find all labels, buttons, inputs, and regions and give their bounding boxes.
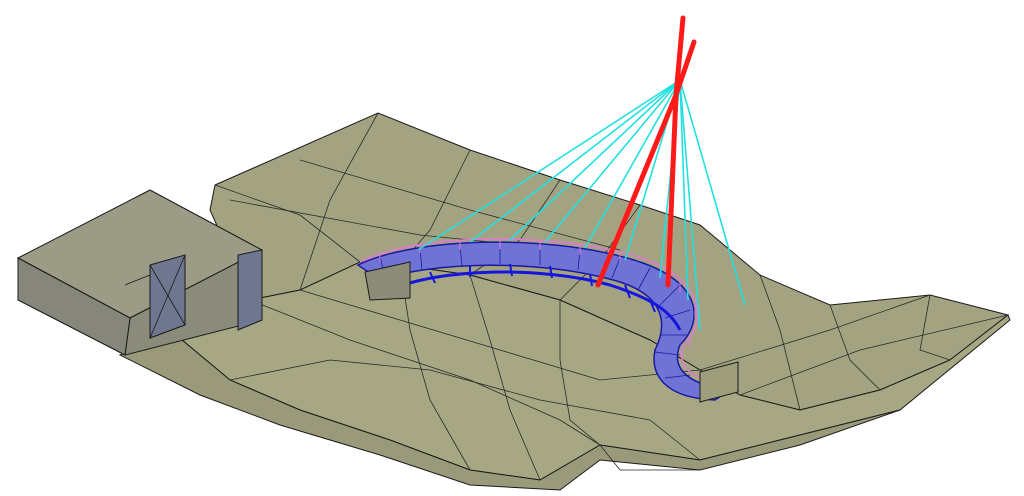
building-blue-face-right — [237, 249, 263, 331]
pylon-mast-left — [673, 15, 686, 98]
pylon-leg-left — [595, 92, 679, 288]
terrain-grid-lines — [214, 112, 1009, 481]
abutment-left — [364, 261, 411, 301]
building-block — [16, 189, 264, 356]
girder-ribs — [429, 263, 656, 313]
pylon-mast-right — [673, 39, 697, 98]
terrain-front-ridge — [118, 329, 901, 491]
building-side-left — [17, 257, 131, 356]
cable-stays — [417, 79, 746, 331]
abutment-right — [699, 361, 739, 403]
girder-underside — [389, 270, 682, 331]
pylon-leg-right — [665, 92, 679, 288]
railing-posts — [379, 239, 696, 348]
pylon — [595, 15, 697, 288]
